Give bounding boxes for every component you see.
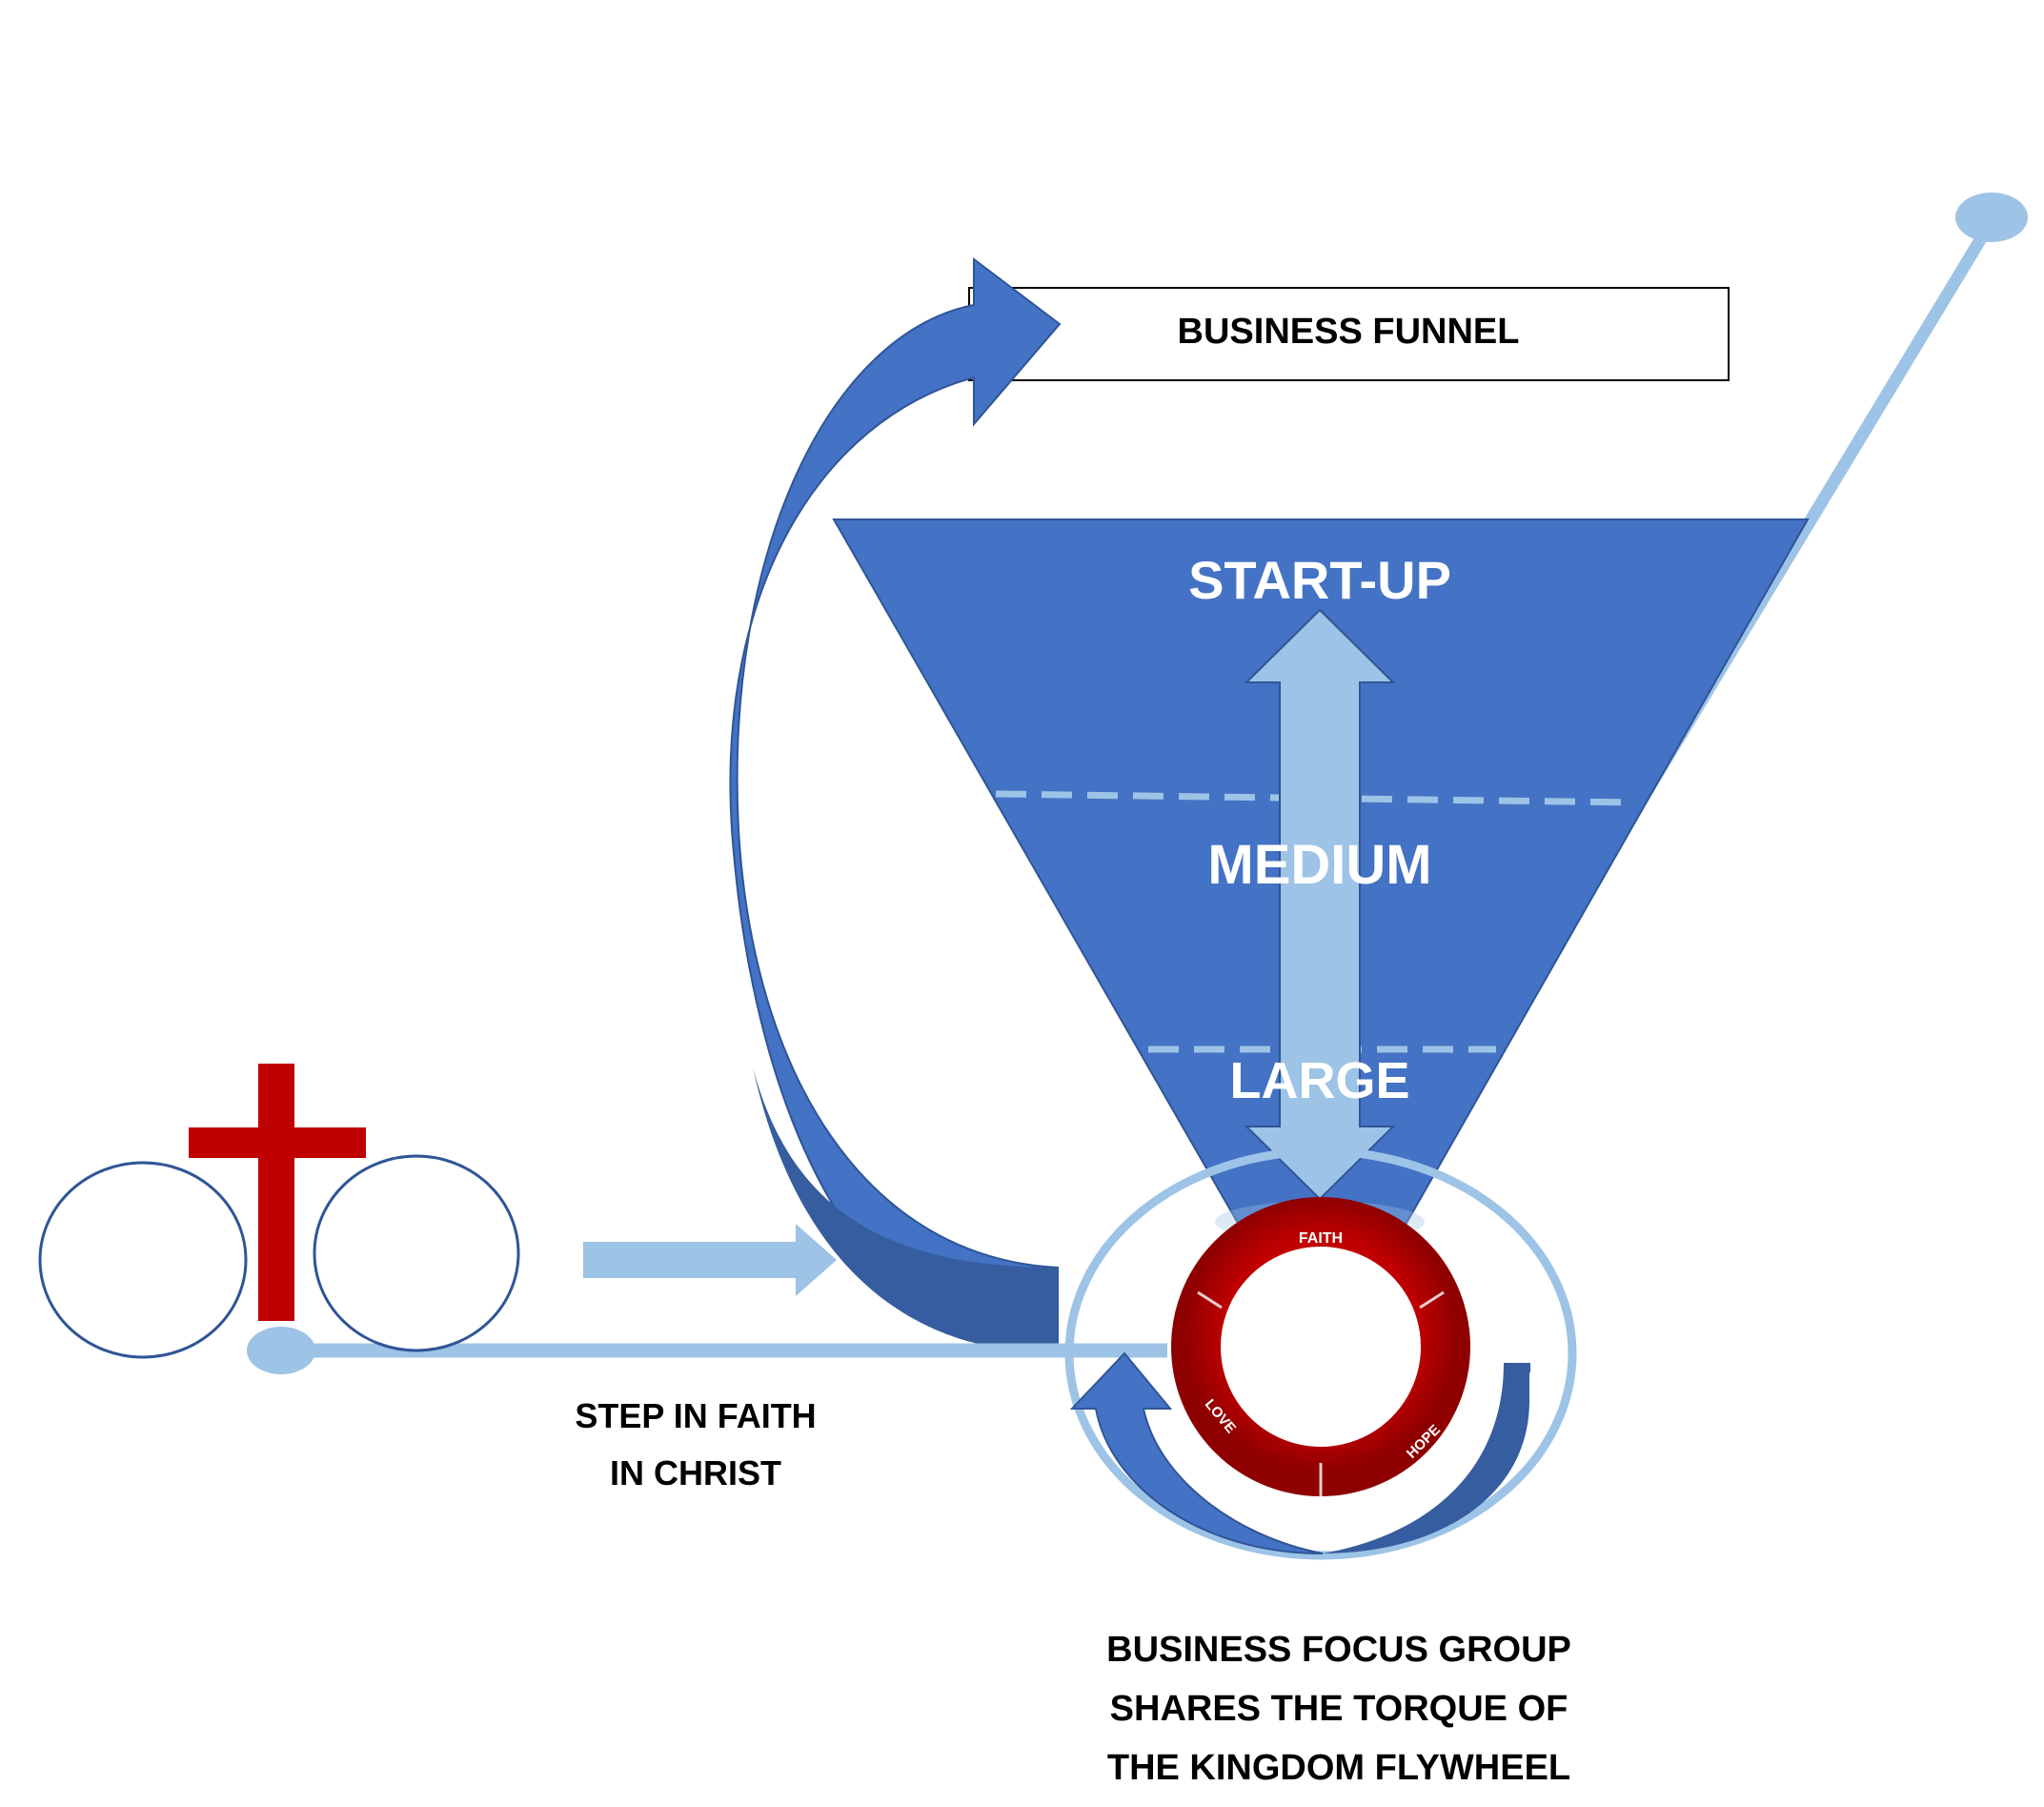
stage-divider-1 — [995, 790, 1635, 806]
curved-growth-arrow — [729, 256, 1062, 1355]
faith-symbol — [38, 1064, 520, 1359]
flywheel-label-faith: FAITH — [1299, 1230, 1343, 1247]
stage-label-medium: MEDIUM — [1207, 834, 1431, 896]
step-caption-line-2: IN CHRIST — [610, 1453, 781, 1492]
flywheel-ring — [1171, 1197, 1470, 1496]
left-oval — [38, 1161, 248, 1359]
focus-caption-line-2: SHARES THE TORQUE OF — [1110, 1689, 1568, 1729]
business-funnel-label: BUSINESS FUNNEL — [1178, 312, 1520, 352]
cross-icon — [189, 1064, 366, 1321]
focus-caption-line-1: BUSINESS FOCUS GROUP — [1106, 1630, 1571, 1670]
stage-label-startup: START-UP — [1188, 550, 1451, 610]
step-forward-arrow — [583, 1224, 837, 1296]
flywheel-rotation-arrow — [1069, 1351, 1530, 1554]
stage-label-large: LARGE — [1230, 1052, 1410, 1109]
step-caption-line-1: STEP IN FAITH — [575, 1396, 816, 1435]
business-funnel-box — [968, 287, 1730, 381]
focus-caption-line-3: THE KINGDOM FLYWHEEL — [1107, 1748, 1570, 1788]
right-oval — [313, 1154, 520, 1352]
